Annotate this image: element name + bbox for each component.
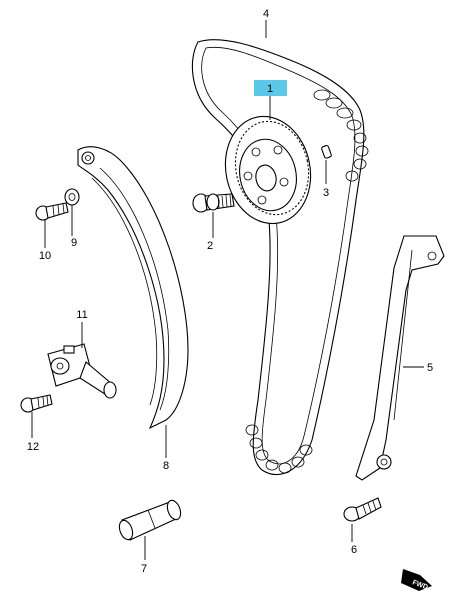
callout-5: 5 (427, 362, 433, 374)
callout-8: 8 (163, 460, 169, 472)
fwd-direction-badge: FWD (401, 569, 432, 591)
tensioner-bolt[interactable] (343, 497, 382, 522)
callout-6: 6 (351, 544, 357, 556)
leader-lines (31, 20, 424, 560)
tensioner-assembly-bolt[interactable] (20, 394, 53, 413)
chain-tensioner-arm[interactable] (355, 235, 445, 481)
part-1-highlight (254, 80, 287, 96)
callout-2: 2 (207, 240, 213, 252)
chain-tensioner-assembly[interactable] (47, 343, 117, 399)
chain-guide[interactable] (77, 146, 189, 430)
timing-chain[interactable] (191, 39, 369, 476)
callout-3: 3 (323, 187, 329, 199)
callout-11: 11 (76, 309, 87, 321)
sprocket-bolt[interactable] (192, 193, 235, 213)
camshaft-sprocket[interactable] (216, 108, 321, 231)
guide-bolt[interactable] (35, 202, 69, 221)
callout-4: 4 (263, 8, 269, 20)
tensioner-plunger[interactable] (117, 499, 183, 542)
callout-10: 10 (39, 250, 51, 262)
callout-12: 12 (27, 441, 39, 453)
callout-9: 9 (71, 237, 77, 249)
callout-7: 7 (141, 563, 147, 575)
callout-1: 1 (267, 83, 273, 95)
washer[interactable] (64, 188, 80, 206)
sprocket-pin[interactable] (321, 145, 332, 159)
